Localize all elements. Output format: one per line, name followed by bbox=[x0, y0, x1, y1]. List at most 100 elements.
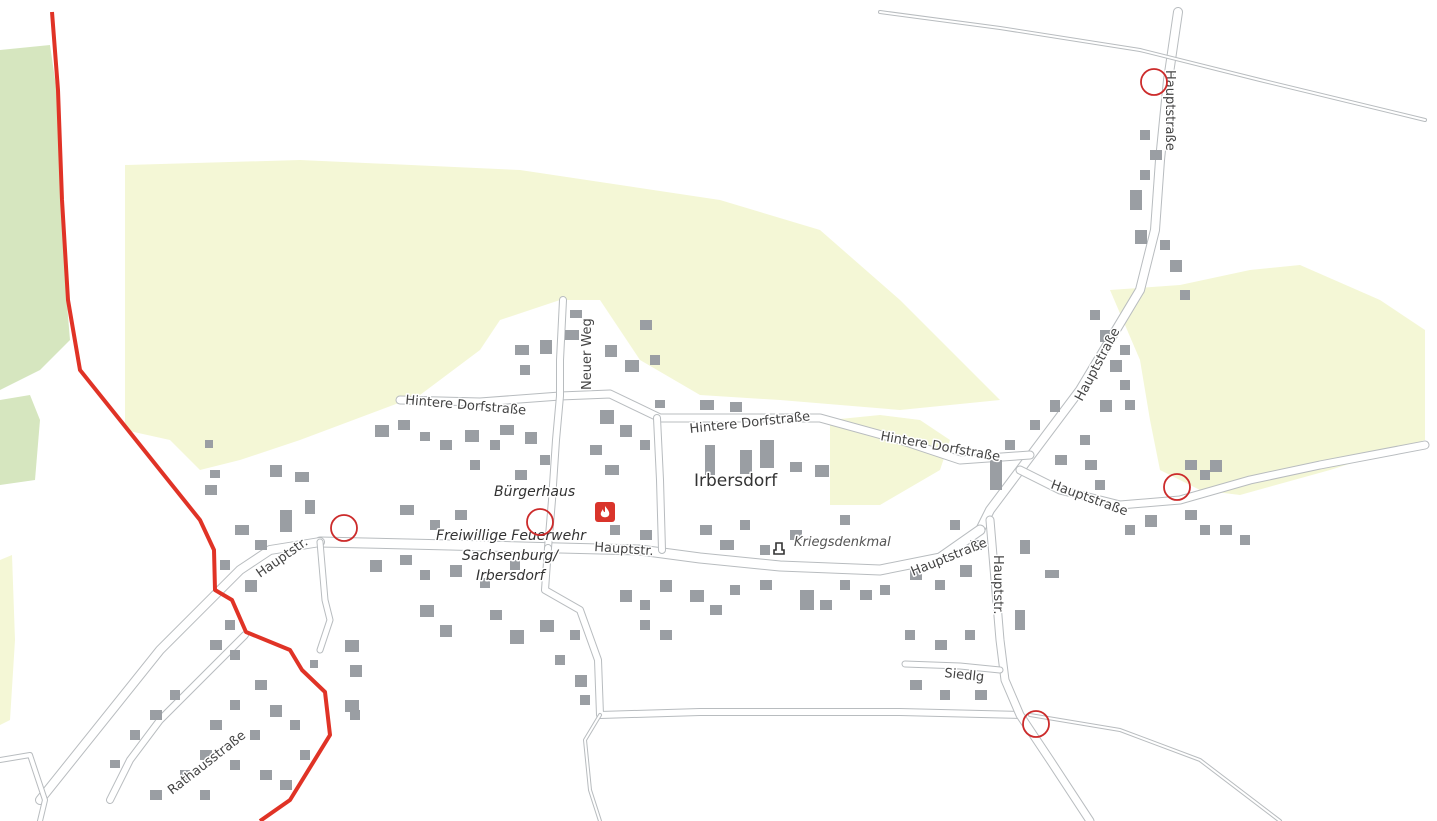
building bbox=[1220, 525, 1232, 535]
building bbox=[230, 700, 240, 710]
building bbox=[515, 470, 527, 480]
building bbox=[310, 660, 318, 668]
poi-label-buergerhaus: Bürgerhaus bbox=[494, 484, 575, 500]
building bbox=[1180, 290, 1190, 300]
building bbox=[398, 420, 410, 430]
building bbox=[540, 455, 550, 465]
monument-icon[interactable] bbox=[773, 542, 785, 555]
road-rathausstrasse[interactable] bbox=[107, 632, 248, 803]
buildings-layer bbox=[110, 130, 1250, 800]
building bbox=[700, 400, 714, 410]
building bbox=[790, 530, 802, 540]
building bbox=[520, 365, 530, 375]
road-cross[interactable] bbox=[654, 415, 665, 553]
building bbox=[760, 440, 774, 468]
location-marker-icon[interactable] bbox=[1140, 68, 1168, 96]
location-marker-icon[interactable] bbox=[1163, 473, 1191, 501]
building bbox=[200, 750, 212, 760]
building bbox=[350, 665, 362, 677]
building bbox=[575, 675, 587, 687]
road-south-west-curve[interactable] bbox=[584, 714, 601, 821]
road-siedlg[interactable] bbox=[902, 661, 1003, 673]
building bbox=[1160, 240, 1170, 250]
building bbox=[740, 520, 750, 530]
building bbox=[1030, 420, 1040, 430]
building bbox=[210, 720, 222, 730]
poi-label-feuerwehr-line1: Freiwillige Feuerwehr bbox=[436, 528, 587, 544]
building bbox=[960, 565, 972, 577]
road-hauptstr-south[interactable] bbox=[986, 516, 1094, 821]
building bbox=[590, 445, 602, 455]
building bbox=[990, 460, 1002, 490]
street-label-neuer-weg: Neuer Weg bbox=[580, 318, 595, 390]
building bbox=[1240, 535, 1250, 545]
building bbox=[400, 505, 414, 515]
building bbox=[200, 790, 210, 800]
building bbox=[1020, 540, 1030, 554]
building bbox=[640, 440, 650, 450]
building bbox=[905, 630, 915, 640]
building bbox=[1055, 455, 1067, 465]
building bbox=[170, 690, 180, 700]
building bbox=[255, 540, 267, 550]
building bbox=[640, 530, 652, 540]
location-marker-icon[interactable] bbox=[330, 514, 358, 542]
building bbox=[660, 580, 672, 592]
building bbox=[290, 720, 300, 730]
building bbox=[440, 625, 452, 637]
building bbox=[180, 770, 190, 780]
building bbox=[720, 540, 734, 550]
road-south-curve[interactable] bbox=[1029, 714, 1281, 821]
building bbox=[210, 640, 222, 650]
building bbox=[1145, 515, 1157, 527]
building bbox=[840, 580, 850, 590]
road-sw-corner[interactable] bbox=[0, 753, 47, 821]
road-side-west[interactable] bbox=[317, 539, 333, 653]
building bbox=[1100, 400, 1112, 412]
building bbox=[515, 345, 529, 355]
building bbox=[305, 500, 315, 514]
location-marker-icon[interactable] bbox=[526, 508, 554, 536]
road-sw-corner-casing bbox=[0, 752, 48, 821]
building bbox=[1095, 480, 1105, 490]
building bbox=[910, 680, 922, 690]
forest-area bbox=[0, 395, 40, 485]
building bbox=[860, 590, 872, 600]
building bbox=[605, 465, 619, 475]
road-neuer-weg[interactable] bbox=[545, 297, 566, 551]
road-south-loop-casing bbox=[541, 544, 1024, 719]
building bbox=[565, 330, 579, 340]
location-marker-icon[interactable] bbox=[1022, 710, 1050, 738]
building bbox=[1140, 170, 1150, 180]
farmland-area bbox=[830, 415, 950, 505]
building bbox=[370, 560, 382, 572]
building bbox=[1170, 260, 1182, 272]
road-south-curve-casing bbox=[1028, 713, 1282, 821]
building bbox=[820, 600, 832, 610]
building bbox=[880, 585, 890, 595]
building bbox=[230, 650, 240, 660]
road-hauptstr-west-casing bbox=[35, 537, 325, 805]
building bbox=[525, 432, 537, 444]
building bbox=[940, 690, 950, 700]
road-rathausstrasse-casing bbox=[106, 631, 249, 804]
road-north-thin[interactable] bbox=[879, 11, 1426, 121]
building bbox=[280, 780, 292, 790]
building bbox=[510, 630, 524, 644]
road-hauptstr-west[interactable] bbox=[36, 538, 324, 804]
building bbox=[580, 695, 590, 705]
road-north-thin-casing bbox=[878, 10, 1427, 122]
building bbox=[640, 320, 652, 330]
road-hintere-dorfstrasse[interactable] bbox=[396, 390, 1034, 464]
fire-station-icon[interactable] bbox=[595, 502, 615, 522]
building bbox=[625, 360, 639, 372]
road-south-loop[interactable] bbox=[542, 545, 1023, 718]
building bbox=[1045, 570, 1059, 578]
building bbox=[280, 520, 292, 532]
building bbox=[570, 310, 582, 318]
road-hauptstrasse-main[interactable] bbox=[315, 525, 985, 575]
building bbox=[740, 450, 752, 474]
building bbox=[1140, 130, 1150, 140]
